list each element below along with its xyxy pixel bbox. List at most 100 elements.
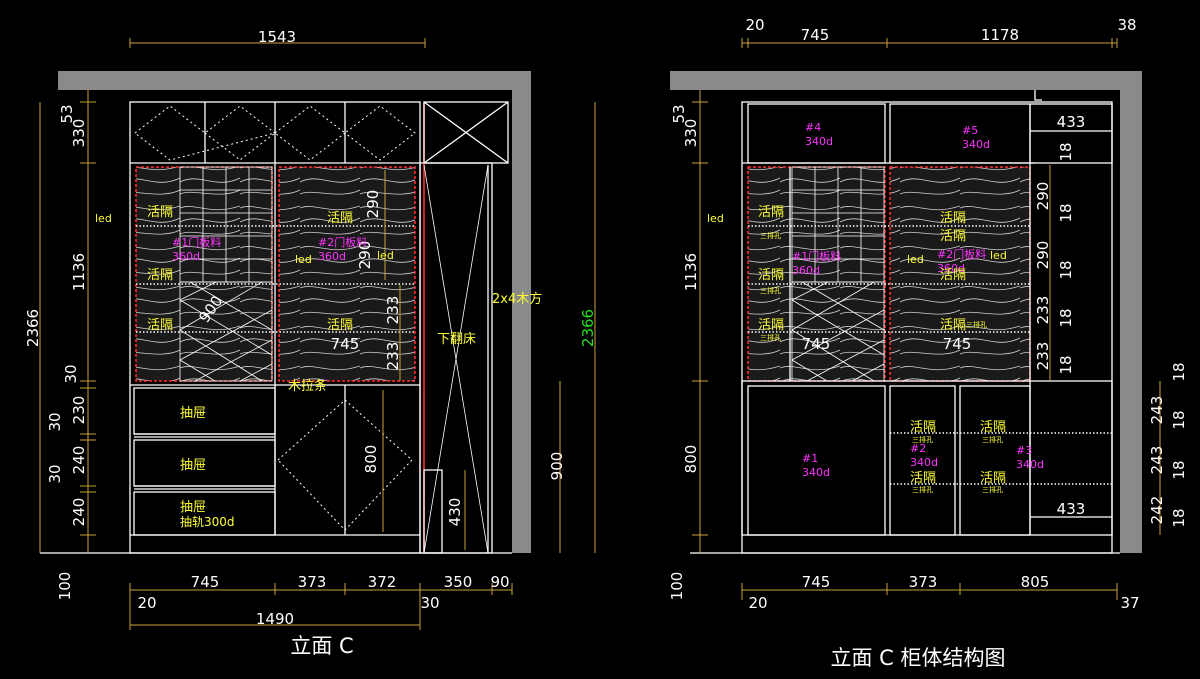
- right-elevation: 20 745 1178 38 53 330 1136 800 100 745 7…: [668, 16, 1188, 670]
- right-panel-2-sub: 360d: [937, 262, 965, 275]
- right-title: 立面 C 柜体结构图: [830, 646, 1005, 670]
- dim-r-h1: 53: [670, 104, 688, 123]
- right-shelf-1: 活隔: [758, 205, 784, 220]
- right-panel-1: #1门板料: [792, 249, 841, 263]
- dim-left-h6: 30: [46, 412, 64, 431]
- dim-r-bottom-805: 805: [1021, 573, 1050, 591]
- right-panel-2: #2门板料: [937, 247, 986, 261]
- right-box-3: #3: [1016, 444, 1032, 457]
- dim-left-overall-height: 2366: [24, 309, 42, 347]
- dim-r-top-1178: 1178: [981, 26, 1019, 44]
- right-box-2-sub: 340d: [910, 456, 938, 469]
- dim-shelf-290b: 290: [356, 241, 374, 270]
- dim-left-top-width: 1543: [258, 28, 296, 46]
- dim-r-top-20: 20: [745, 16, 764, 34]
- dim-r-s233a: 233: [1034, 296, 1052, 325]
- dim-shelf-233b: 233: [384, 342, 402, 371]
- dim-door-430: 430: [446, 498, 464, 527]
- dim-left-h9: 240: [70, 498, 88, 527]
- left-drawer-rail: 抽轨300d: [180, 515, 235, 529]
- dim-left-h8: 30: [46, 464, 64, 483]
- left-panel-1-sub: 360d: [172, 250, 200, 263]
- dim-r-r18d: 18: [1170, 508, 1188, 527]
- dim-r-bottom-745: 745: [802, 573, 831, 591]
- right-shelf-4: 活隔: [940, 211, 966, 226]
- left-led-1: led: [95, 212, 112, 225]
- right-cabinet: [741, 101, 1113, 554]
- dim-bottom-372: 372: [368, 573, 397, 591]
- dim-r-h5: 100: [668, 572, 686, 601]
- right-hole-6: 三排孔: [912, 485, 933, 494]
- dim-r-bottom-20: 20: [748, 594, 767, 612]
- left-shelf-1: 活隔: [147, 205, 173, 220]
- right-shelf-8: 活隔: [910, 471, 936, 486]
- right-box-4: #4: [805, 121, 821, 134]
- right-shelf-9: 活隔: [980, 420, 1006, 435]
- right-box-5: #5: [962, 124, 978, 137]
- right-panel-1-sub: 360d: [792, 264, 820, 277]
- right-box-1-sub: 340d: [802, 466, 830, 479]
- right-hole-1: 三排孔: [760, 231, 781, 240]
- left-shelf-3: 活隔: [147, 318, 173, 333]
- dim-bottom-350: 350: [444, 573, 473, 591]
- right-ceiling: [670, 71, 1142, 90]
- dim-r-s233b: 233: [1034, 342, 1052, 371]
- dim-r-r243b: 243: [1148, 446, 1166, 475]
- right-shelf-3: 活隔: [758, 318, 784, 333]
- right-box-3-sub: 340d: [1016, 458, 1044, 471]
- dim-r-t18-2: 18: [1057, 203, 1075, 222]
- dim-left-h7: 240: [70, 446, 88, 475]
- dim-r-t18-4: 18: [1057, 308, 1075, 327]
- left-shelf-4: 活隔: [327, 211, 353, 226]
- right-shelf-7: 活隔: [910, 420, 936, 435]
- dim-r-t18-5: 18: [1057, 355, 1075, 374]
- left-wood-square: 2x4木方: [492, 291, 542, 307]
- dim-r-glass-width: 745: [943, 335, 972, 353]
- dim-bottom-90: 90: [490, 573, 509, 591]
- right-shelf-10: 活隔: [980, 471, 1006, 486]
- left-drawer-2: 抽屉: [180, 458, 206, 473]
- dim-r-h2: 330: [682, 119, 700, 148]
- dim-door-800: 800: [362, 445, 380, 474]
- dim-left-h1: 53: [58, 104, 76, 123]
- dim-bottom-745: 745: [191, 573, 220, 591]
- dim-r-h3: 1136: [682, 253, 700, 291]
- right-hole-3: 三排孔: [760, 333, 781, 342]
- left-title: 立面 C: [290, 634, 353, 658]
- dim-left-h2: 330: [70, 119, 88, 148]
- dim-r-s290a: 290: [1034, 182, 1052, 211]
- left-wall: [512, 90, 531, 553]
- right-shelf-11: 活隔: [940, 229, 966, 244]
- left-shelf-5: 活隔: [327, 318, 353, 333]
- dim-r-r242: 242: [1148, 496, 1166, 525]
- dim-left-h10: 100: [56, 572, 74, 601]
- right-led-3: led: [990, 249, 1007, 262]
- dim-r-glass-width-2: 745: [802, 335, 831, 353]
- right-shelf-6: 活隔: [940, 318, 966, 333]
- dim-left-h4: 30: [62, 364, 80, 383]
- right-box-5-sub: 340d: [962, 138, 990, 151]
- right-hole-5: 三排孔: [912, 435, 933, 444]
- dim-r-bottom-37: 37: [1120, 594, 1139, 612]
- dim-bottom-total: 1490: [256, 610, 294, 628]
- dim-r-top-745: 745: [801, 26, 830, 44]
- left-panel-2: #2门板料: [318, 235, 367, 249]
- dim-glass-width: 745: [331, 335, 360, 353]
- right-box-1: #1: [802, 452, 818, 465]
- dim-bottom-30: 30: [420, 594, 439, 612]
- dim-shelf-290a: 290: [364, 190, 382, 219]
- dim-r-h4: 800: [682, 445, 700, 474]
- right-led-2: led: [907, 253, 924, 266]
- right-shelf-5: 活隔: [940, 268, 966, 283]
- dim-r-top-38: 38: [1117, 16, 1136, 34]
- right-box-4-sub: 340d: [805, 135, 833, 148]
- right-hole-2: 三排孔: [760, 286, 781, 295]
- dim-r-r18a: 18: [1170, 362, 1188, 381]
- dim-bottom-373: 373: [298, 573, 327, 591]
- dim-left-h3: 1136: [70, 253, 88, 291]
- dim-r-r18c: 18: [1170, 460, 1188, 479]
- dim-r-bottom-373: 373: [909, 573, 938, 591]
- dim-left-h5: 230: [70, 396, 88, 425]
- dim-bottom-20: 20: [137, 594, 156, 612]
